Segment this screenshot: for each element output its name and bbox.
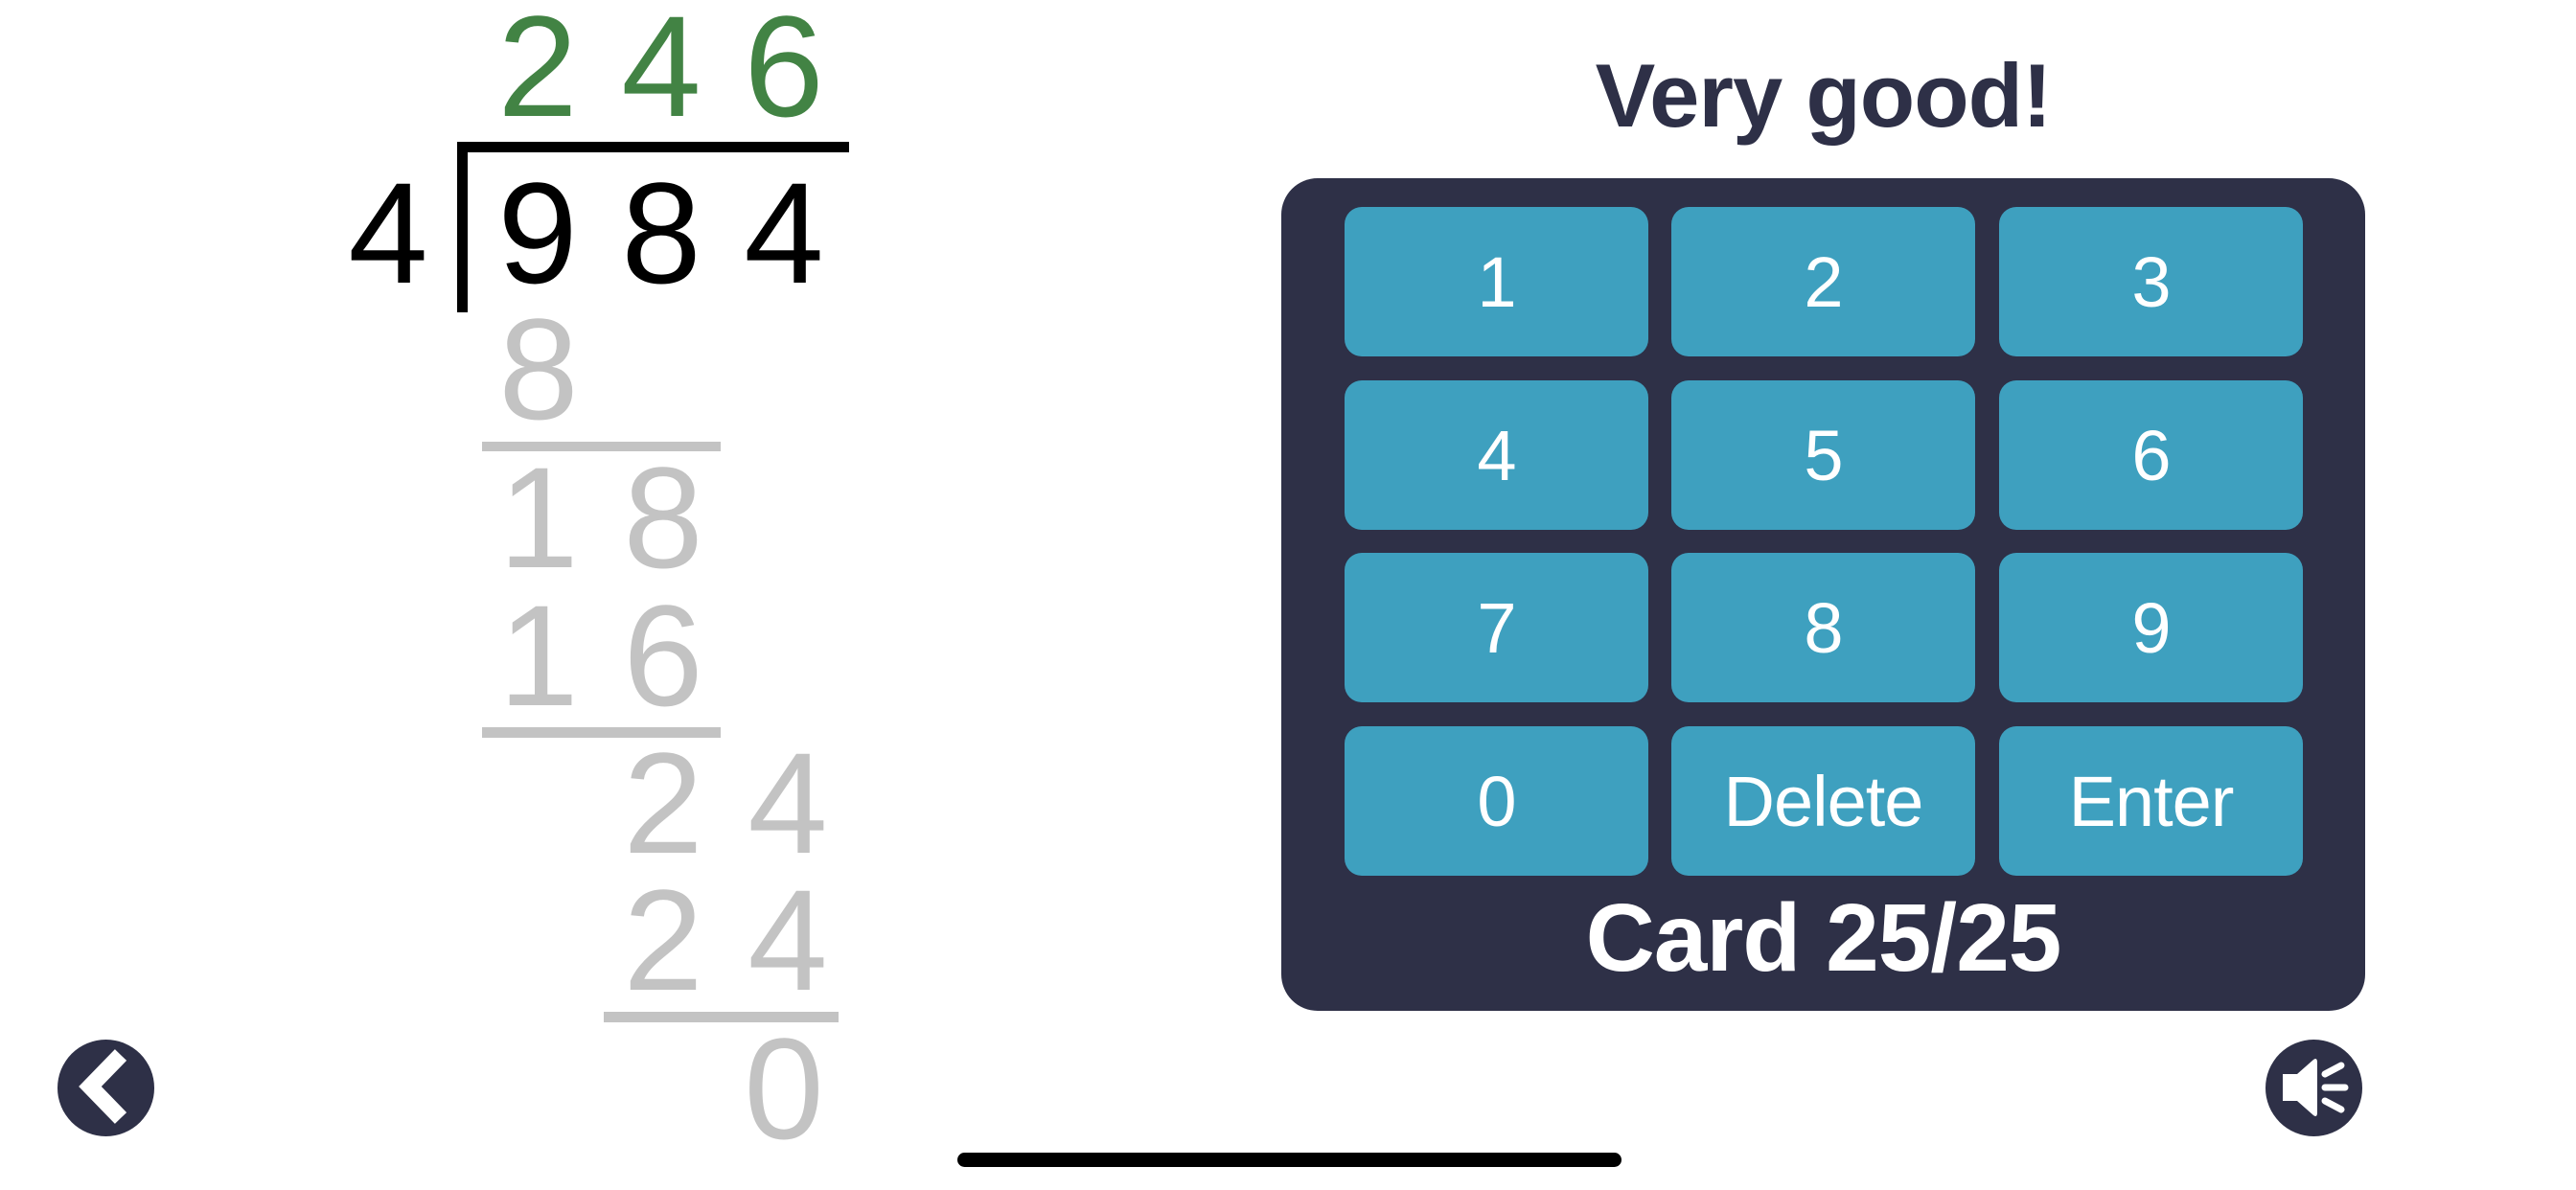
work-digit: 1: [498, 575, 579, 736]
back-button[interactable]: [58, 1040, 154, 1136]
keypad-panel: 1 2 3 4 5 6 7 8 9 0 Delete Enter Card 25…: [1281, 178, 2365, 1011]
quotient-digit: 6: [744, 0, 824, 147]
dividend-digit: 9: [497, 152, 578, 313]
remainder-digit: 0: [744, 1008, 824, 1169]
quotient-digit: 2: [497, 0, 578, 147]
key-6[interactable]: 6: [1999, 380, 2303, 530]
work-digit: 1: [498, 437, 579, 598]
division-bracket-side: [457, 142, 468, 312]
division-bracket-top: [457, 142, 849, 152]
key-0[interactable]: 0: [1345, 726, 1648, 876]
enter-button[interactable]: Enter: [1999, 726, 2303, 876]
work-digit: 4: [748, 722, 828, 883]
key-7[interactable]: 7: [1345, 553, 1648, 702]
divisor: 4: [348, 152, 428, 313]
sound-button[interactable]: [2266, 1040, 2362, 1136]
key-1[interactable]: 1: [1345, 207, 1648, 356]
key-3[interactable]: 3: [1999, 207, 2303, 356]
subtraction-line: [482, 727, 721, 738]
key-8[interactable]: 8: [1671, 553, 1975, 702]
home-indicator[interactable]: [957, 1153, 1622, 1167]
speaker-icon: [2283, 1059, 2349, 1116]
feedback-title: Very good!: [1595, 45, 2053, 146]
work-digit: 8: [623, 437, 703, 598]
subtraction-line: [604, 1012, 839, 1022]
chevron-left-icon: [79, 1049, 127, 1124]
dividend-digit: 4: [744, 152, 824, 313]
work-digit: 4: [748, 859, 828, 1020]
card-counter: Card 25/25: [1585, 884, 2062, 992]
dividend-digit: 8: [621, 152, 702, 313]
work-digit: 2: [623, 859, 703, 1020]
key-9[interactable]: 9: [1999, 553, 2303, 702]
key-5[interactable]: 5: [1671, 380, 1975, 530]
work-digit: 2: [623, 722, 703, 883]
work-digit: 6: [623, 575, 703, 736]
subtraction-line: [482, 442, 721, 451]
work-digit: 8: [498, 288, 579, 449]
key-4[interactable]: 4: [1345, 380, 1648, 530]
key-2[interactable]: 2: [1671, 207, 1975, 356]
quotient-digit: 4: [621, 0, 702, 147]
delete-button[interactable]: Delete: [1671, 726, 1975, 876]
